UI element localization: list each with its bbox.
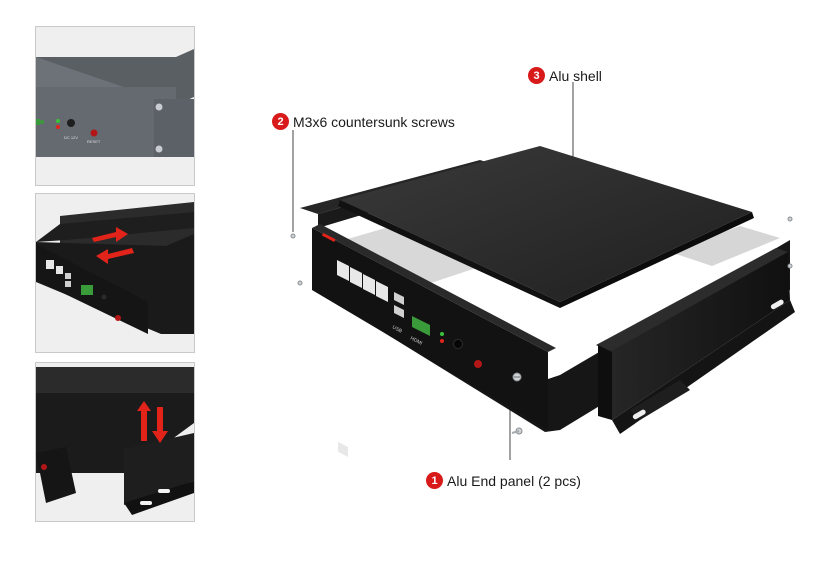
rj45-port-icon [337, 260, 349, 281]
alu-shell [340, 146, 752, 302]
rj45-port-icon [338, 441, 348, 458]
rj45-port-icon [46, 260, 54, 269]
side-rail [596, 248, 788, 352]
end-panel [36, 447, 76, 503]
screw-icon [155, 145, 163, 153]
dc-jack [453, 339, 463, 349]
power-button-icon [90, 129, 98, 137]
callout-label: Alu End panel (2 pcs) [447, 472, 581, 489]
power-led [440, 332, 444, 336]
slide-shell-image [36, 194, 194, 352]
callout-number-badge: 2 [272, 113, 289, 130]
ethernet-ports [338, 441, 348, 458]
thumbnail-slide-shell [35, 193, 195, 353]
callout-number-badge: 1 [426, 472, 443, 489]
push-arrow-icon [152, 407, 168, 443]
push-arrow-icon [96, 248, 134, 264]
callout-number-badge: 3 [528, 67, 545, 84]
insert-panel-image [36, 363, 194, 521]
callout-label: Alu shell [549, 67, 602, 84]
screw-icon [297, 280, 303, 286]
screw-icon [512, 372, 522, 382]
screw-icon [155, 103, 163, 111]
enclosure-body [36, 393, 194, 473]
top-plate [36, 367, 194, 393]
exploded-enclosure-illustration: USB HDMI [290, 82, 795, 460]
usb-port-icon [394, 305, 404, 318]
status-led [440, 339, 444, 343]
enclosure-body [36, 234, 194, 334]
usb-port-icon [394, 292, 404, 305]
callout-shell: 3 Alu shell [528, 67, 602, 84]
hdmi-label: HDMI [409, 335, 423, 346]
terminal-block [81, 285, 93, 295]
rj45-port-icon [363, 274, 375, 295]
terminal-block [412, 316, 430, 336]
usb-port-icon [65, 281, 71, 287]
assembled-enclosure-image: DC 12V RESET [36, 27, 194, 185]
push-arrow-icon [137, 401, 151, 441]
dc-jack [67, 119, 75, 127]
rj45-port-icon [376, 281, 388, 302]
power-button-icon [474, 360, 482, 368]
reset-label: RESET [87, 139, 101, 144]
callout-screws: 2 M3x6 countersunk screws [272, 113, 455, 130]
dc-in-label: DC 12V [64, 135, 78, 140]
rj45-port-icon [56, 266, 63, 274]
thumbnail-assembled: DC 12V RESET [35, 26, 195, 186]
usb-port-icon [65, 273, 71, 279]
power-button-icon [41, 464, 47, 470]
screw-icon [511, 427, 523, 435]
thumbnail-insert-panel [35, 362, 195, 522]
callout-end-panel: 1 Alu End panel (2 pcs) [426, 472, 581, 489]
rj45-port-icon [350, 267, 362, 288]
callout-label: M3x6 countersunk screws [293, 113, 455, 130]
power-button-icon [115, 315, 121, 321]
screw-icon [290, 233, 296, 239]
push-arrow-icon [92, 227, 128, 242]
usb-label: USB [391, 324, 403, 334]
screw-icon [787, 216, 793, 222]
screw-icon [787, 263, 793, 269]
